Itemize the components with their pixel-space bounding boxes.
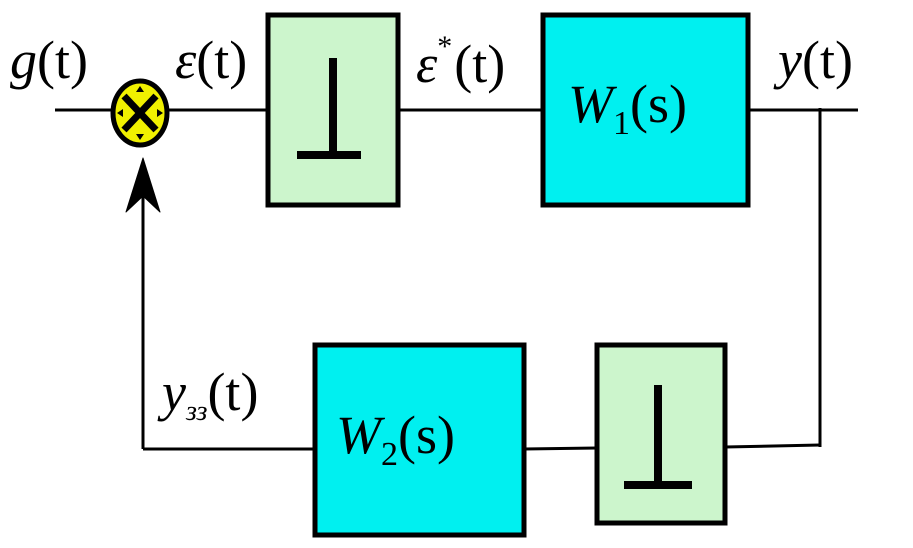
w1-block: W1(s) <box>540 12 751 208</box>
output-signal-label: y(t) <box>773 30 853 90</box>
w2-label: W2(s) <box>336 405 455 473</box>
sampler-block-forward <box>265 12 401 208</box>
arrow-up-icon <box>125 157 161 213</box>
wire-feedback-to-sampler <box>724 443 821 449</box>
feedback-signal-label: yзз(t) <box>157 362 258 427</box>
summator-icon <box>110 78 170 148</box>
input-signal-label: g(t) <box>10 30 88 90</box>
w1-label: W1(s) <box>568 74 687 142</box>
sampled-error-label: ε*(t) <box>416 30 505 94</box>
w2-block: W2(s) <box>312 342 527 538</box>
sampler-block-feedback <box>594 342 728 526</box>
error-signal-label: ε(t) <box>175 30 247 90</box>
wire-sampler-to-w2 <box>523 446 598 451</box>
